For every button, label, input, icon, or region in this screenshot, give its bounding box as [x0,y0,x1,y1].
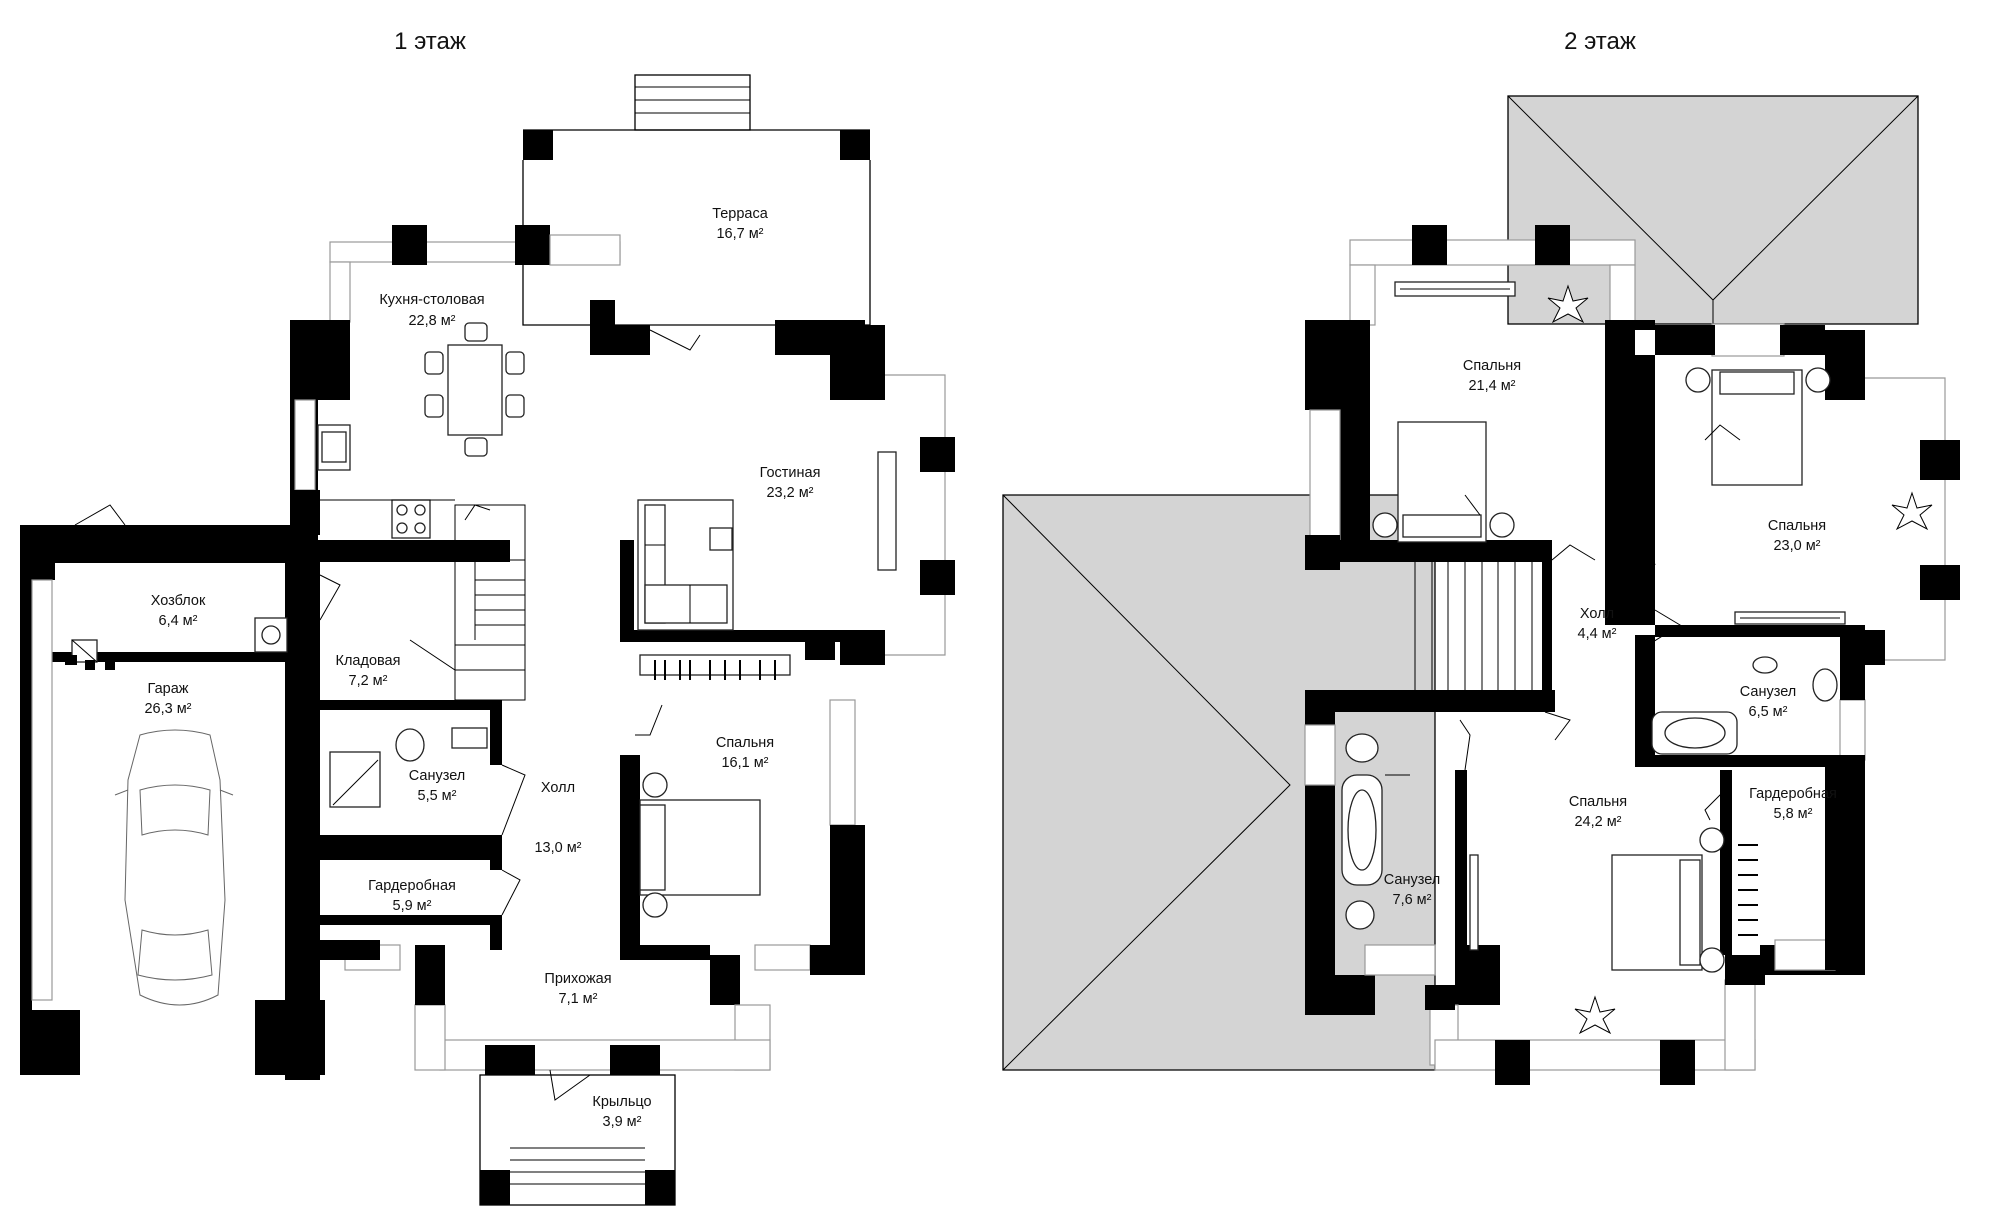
room-area: 24,2 м² [1574,814,1621,830]
bedroom-1-furniture [635,654,791,918]
bedroom-2-1-furniture [1372,281,1589,543]
room-name: Спальня [716,735,774,751]
terrace [522,74,871,326]
room-name: Спальня [1768,518,1826,534]
room-area: 23,2 м² [766,485,813,501]
room-name: Санузел [1384,872,1441,888]
plant-icon [1891,491,1933,531]
room-name: Гардеробная [368,878,456,894]
floor-1-walls [290,225,955,1206]
room-area: 7,1 м² [559,991,598,1007]
wardrobe-2-2-rack [1738,844,1758,936]
room-area: 22,8 м² [408,313,455,329]
room-area: 16,7 м² [716,226,763,242]
room-name: Спальня [1569,794,1627,810]
floor-1-plan: 1 этаж [20,28,955,1206]
room-name: Прихожая [544,971,611,987]
wardrobe-1-rack [324,835,476,855]
sofa [637,499,734,631]
wardrobe-2-rack [1610,369,1630,531]
stairs-floor-2 [1414,562,1533,690]
room-area: 6,5 м² [1749,704,1788,720]
plant-icon [1574,995,1616,1035]
room-area: 26,3 м² [144,701,191,717]
room-name: Санузел [1740,684,1797,700]
room-name: Санузел [409,768,466,784]
room-area: 23,0 м² [1773,538,1820,554]
bathroom-2-2-fixtures [1341,733,1410,930]
room-name: Гостиная [760,465,821,481]
room-name: Крыльцо [592,1094,651,1110]
car-icon [114,729,234,1006]
room-name: Холл [541,780,575,796]
room-area: 13,0 м² [534,840,581,856]
floor-1-title: 1 этаж [394,28,466,55]
porch [479,1074,676,1206]
floor-2-room-labels: Спальня 21,4 м² Спальня 23,0 м² Холл 4,4… [1384,358,1837,908]
room-name: Кухня-столовая [379,292,484,308]
room-name: Гараж [148,681,189,697]
roof-top [1507,95,1919,325]
floor-1-room-labels: Терраса 16,7 м² Кухня-столовая 22,8 м² Г… [144,206,820,1130]
room-name: Терраса [712,206,769,222]
room-name: Кладовая [336,653,401,669]
bedroom-2-3-furniture [1469,827,1725,1035]
tv-unit [877,451,897,571]
kitchen-counter [317,424,491,539]
room-area: 16,1 м² [721,755,768,771]
room-name: Гардеробная [1749,786,1837,802]
garage-block [20,504,325,1080]
room-area: 7,2 м² [349,673,388,689]
room-area: 6,4 м² [159,613,198,629]
bathroom-1-fixtures [329,727,488,808]
room-area: 3,9 м² [603,1114,642,1130]
bathroom-2-1-fixtures [1651,656,1838,755]
room-area: 4,4 м² [1578,626,1617,642]
room-name: Спальня [1463,358,1521,374]
dining-table [424,322,525,457]
stairs-floor-1 [409,504,526,701]
bedroom-2-2-furniture [1685,367,1933,625]
floor-2-walls [1304,225,1960,1085]
room-area: 21,4 м² [1468,378,1515,394]
plant-icon [1547,284,1589,324]
floor-2-plan: 2 этаж [1002,28,1960,1085]
room-area: 5,5 м² [418,788,457,804]
room-area: 5,8 м² [1774,806,1813,822]
room-area: 7,6 м² [1393,892,1432,908]
room-name: Холл [1580,606,1614,622]
floor-2-title: 2 этаж [1564,28,1636,55]
room-name: Хозблок [151,593,206,609]
room-area: 5,9 м² [393,898,432,914]
